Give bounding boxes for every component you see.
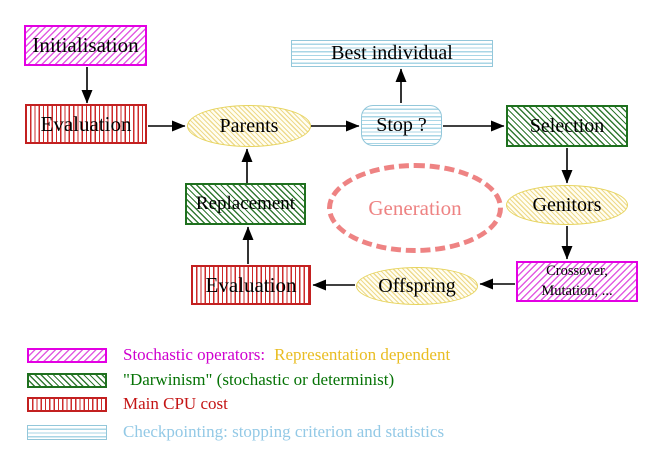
node-best-individual: Best individual bbox=[291, 40, 493, 67]
legend-item-darwinism: "Darwinism" (stochastic or determinist) bbox=[27, 370, 395, 389]
node-crossover-line1: Crossover, bbox=[546, 262, 608, 279]
node-genitors: Genitors bbox=[506, 185, 628, 225]
node-selection-label: Selection bbox=[529, 114, 605, 137]
node-initialisation-label: Initialisation bbox=[32, 33, 139, 57]
node-selection: Selection bbox=[506, 105, 628, 147]
node-offspring: Offspring bbox=[356, 267, 478, 305]
node-parents: Parents bbox=[187, 105, 311, 147]
legend-swatch-green-hatch bbox=[27, 372, 107, 388]
legend-text-stochastic: Stochastic operators: bbox=[123, 345, 266, 364]
node-evaluation-top-label: Evaluation bbox=[40, 111, 132, 136]
legend-swatch-magenta-hatch bbox=[27, 347, 107, 363]
node-evaluation-top: Evaluation bbox=[25, 104, 147, 144]
node-stop: Stop ? bbox=[361, 105, 442, 146]
node-crossover-line2: Mutation, ... bbox=[541, 282, 613, 299]
node-replacement: Replacement bbox=[185, 183, 306, 225]
legend-item-cpu-cost: Main CPU cost bbox=[27, 394, 228, 413]
node-evaluation-bottom: Evaluation bbox=[191, 265, 311, 305]
node-offspring-label: Offspring bbox=[378, 274, 456, 297]
node-replacement-label: Replacement bbox=[195, 193, 296, 214]
legend-text-checkpointing: Checkpointing: stopping criterion and st… bbox=[123, 422, 445, 441]
legend-text-representation: Representation dependent bbox=[274, 345, 451, 364]
legend-item-stochastic: Stochastic operators: Representation depe… bbox=[27, 345, 451, 364]
node-stop-label: Stop ? bbox=[376, 114, 427, 136]
node-best-individual-label: Best individual bbox=[331, 42, 453, 64]
node-generation-label: Generation bbox=[368, 195, 462, 220]
legend-text-cpu-cost: Main CPU cost bbox=[123, 394, 228, 413]
node-crossover-mutation: Crossover, Mutation, ... bbox=[516, 261, 638, 302]
node-initialisation: Initialisation bbox=[24, 25, 147, 66]
node-evaluation-bottom-label: Evaluation bbox=[205, 272, 297, 297]
legend-text-darwinism: "Darwinism" (stochastic or determinist) bbox=[123, 370, 395, 389]
node-genitors-label: Genitors bbox=[532, 193, 602, 216]
node-parents-label: Parents bbox=[219, 114, 279, 137]
legend-item-checkpointing: Checkpointing: stopping criterion and st… bbox=[27, 422, 445, 441]
legend-swatch-red-stripes bbox=[27, 396, 107, 412]
legend-swatch-cyan-stripes bbox=[27, 424, 107, 440]
node-generation: Generation bbox=[327, 163, 503, 253]
